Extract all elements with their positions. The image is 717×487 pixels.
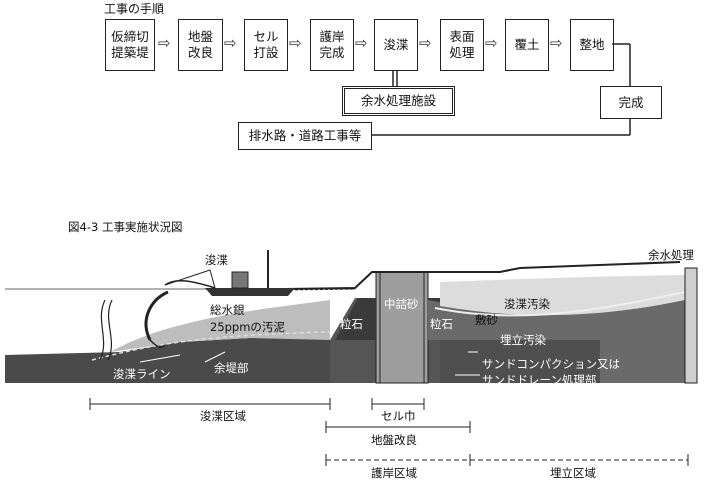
sand-drain-region — [440, 340, 600, 383]
dredger-frame — [164, 269, 216, 289]
complete-box: 完成 — [600, 86, 662, 119]
label-rubble-right: 粒石 — [430, 317, 453, 331]
dredger-hull — [205, 288, 295, 296]
flow-arrow-5: ⇨ — [419, 34, 432, 52]
label-dredge-line: 浚渫ライン — [113, 367, 171, 381]
flow-arrow-6: ⇨ — [485, 34, 498, 52]
sludge-layer — [110, 300, 330, 352]
step-box-7: 覆土 — [505, 19, 549, 71]
label-dredge: 浚渫 — [205, 253, 228, 267]
label-dredged-contam: 浚渫汚染 — [504, 297, 550, 311]
label-middle-sand: 中詰砂 — [384, 297, 419, 311]
flow-title: 工事の手順 — [104, 2, 165, 16]
step-box-1: 仮締切 提築堤 — [105, 19, 155, 71]
step-box-4: 護岸 完成 — [310, 19, 354, 71]
dredger-boom — [164, 280, 216, 289]
flow-arrow-1: ⇨ — [158, 34, 171, 52]
label-surplus-water: 余水処理 — [648, 248, 694, 262]
dredger-cabin — [231, 271, 249, 289]
cell-body — [375, 271, 429, 384]
step-box-6: 表面 処理 — [440, 19, 484, 71]
flow-arrow-4: ⇨ — [355, 34, 368, 52]
zone-reclaim: 埋立区域 — [550, 466, 596, 480]
label-sludge: 25ppmの汚泥 — [210, 320, 285, 334]
step-box-8: 整地 — [570, 19, 614, 71]
spread-sand-layer — [434, 291, 686, 317]
dredged-contam-area — [440, 275, 685, 316]
label-total-mercury: 総水銀 — [210, 303, 245, 317]
pipeline — [284, 261, 681, 290]
suction-pipe — [144, 290, 169, 341]
label-sand-drain: サンドドレーン処理部 — [482, 373, 597, 387]
step-box-2: 地盤 改良 — [178, 19, 223, 71]
seabed — [5, 336, 330, 383]
step-box-5: 浚渫 — [374, 19, 418, 71]
drainage-box: 排水路・道路工事等 — [238, 122, 372, 150]
dredge-line-curve — [91, 331, 331, 361]
label-sand-compaction: サンドコンパクション又は — [482, 357, 620, 371]
zone-revetment: 護岸区域 — [371, 466, 417, 480]
zone-cell-width: セル巾 — [381, 409, 416, 423]
rubble-left-shape — [335, 298, 376, 340]
right-bank — [684, 267, 698, 384]
flow-connectors — [371, 43, 631, 136]
label-rubble-left: 粒石 — [340, 317, 363, 331]
zone-dredge-area: 浚渫区域 — [200, 409, 246, 423]
step-box-3: セル 打設 — [244, 19, 288, 71]
label-reclaim-contam: 埋立汚染 — [500, 333, 546, 347]
figure-caption: 図4-3 工事実施状況図 — [68, 220, 183, 234]
flow-arrow-3: ⇨ — [289, 34, 302, 52]
flow-arrow-7: ⇨ — [550, 34, 563, 52]
zone-ground-improve: 地盤改良 — [371, 433, 417, 447]
flow-arrow-2: ⇨ — [224, 34, 237, 52]
label-surplus-levee: 余堤部 — [214, 361, 249, 375]
facility-box: 余水処理施設 — [342, 86, 455, 116]
label-spread-sand: 敷砂 — [475, 313, 498, 327]
